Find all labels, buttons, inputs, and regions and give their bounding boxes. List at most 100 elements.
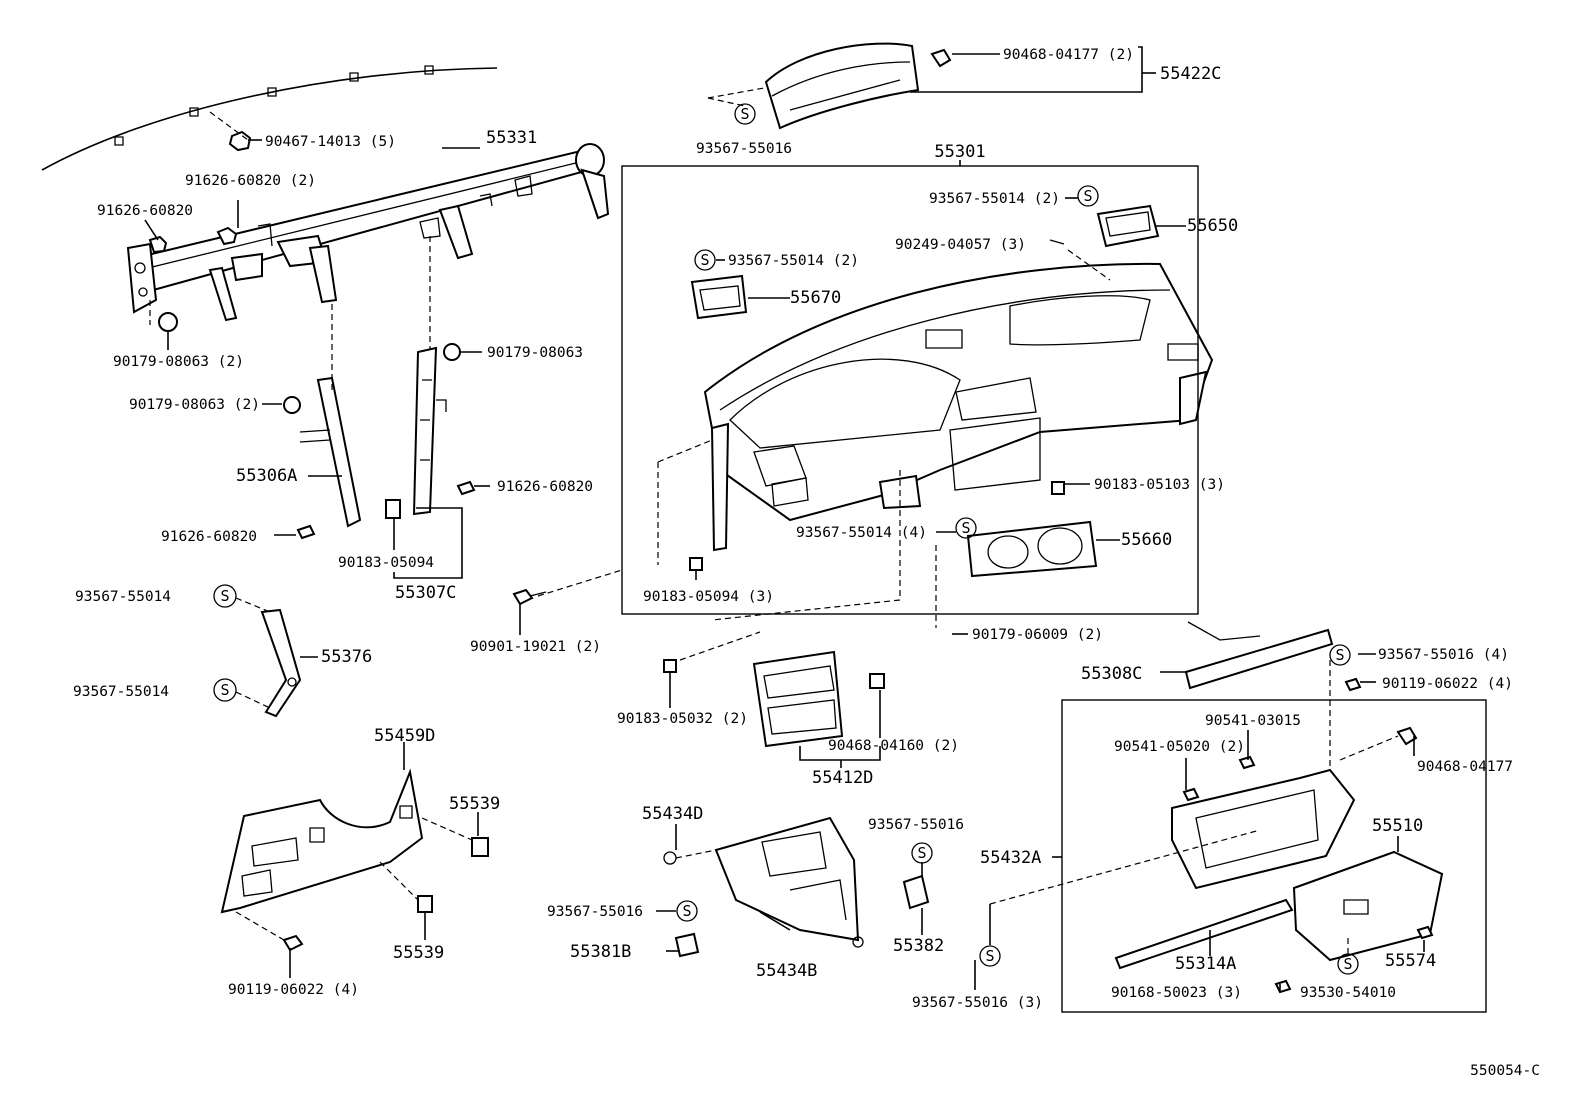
label-55539-a: 55539 bbox=[449, 794, 500, 814]
label-55382: 55382 bbox=[893, 936, 944, 956]
label-55381B: 55381B bbox=[570, 942, 631, 962]
svg-text:S: S bbox=[220, 681, 229, 699]
instrument-panel-55301-drawing bbox=[689, 204, 1214, 578]
s-symbol-55660: S bbox=[955, 517, 977, 539]
bracket-55376-drawing bbox=[260, 608, 302, 718]
s-symbol-93530: S bbox=[1337, 953, 1359, 975]
label-90168-50023: 90168-50023 (3) bbox=[1111, 985, 1242, 1001]
label-90468-04160: 90468-04160 (2) bbox=[828, 738, 959, 754]
group-boxes bbox=[621, 165, 1487, 1013]
label-55301: 55301 bbox=[934, 142, 985, 162]
label-90183-05103: 90183-05103 (3) bbox=[1094, 477, 1225, 493]
label-93567-55016-c: 93567-55016 bbox=[868, 817, 964, 833]
s-symbol-55376-bottom: S bbox=[213, 678, 237, 702]
s-symbol-55432a: S bbox=[979, 945, 1001, 967]
label-93567-55014-2a: 93567-55014 (2) bbox=[929, 191, 1060, 207]
label-55650: 55650 bbox=[1187, 216, 1238, 236]
s-symbol-55670: S bbox=[694, 249, 716, 271]
label-55574: 55574 bbox=[1385, 951, 1436, 971]
label-90541-03015: 90541-03015 bbox=[1205, 713, 1301, 729]
label-93567-55014-a: 93567-55014 bbox=[75, 589, 171, 605]
label-93567-55014-2b: 93567-55014 (2) bbox=[728, 253, 859, 269]
s-symbol-hood: S bbox=[734, 103, 756, 125]
label-90119-06022-4b: 90119-06022 (4) bbox=[228, 982, 359, 998]
label-90183-05094: 90183-05094 bbox=[338, 555, 434, 571]
s-symbol-55381b: S bbox=[676, 900, 698, 922]
label-90468-04177: 90468-04177 bbox=[1417, 759, 1513, 775]
label-93567-55016-a: 93567-55016 bbox=[696, 141, 792, 157]
label-55376: 55376 bbox=[321, 647, 372, 667]
s-symbol-55382: S bbox=[911, 842, 933, 864]
svg-text:S: S bbox=[700, 251, 709, 269]
label-90179-08063-2a: 90179-08063 (2) bbox=[113, 354, 244, 370]
label-55434B: 55434B bbox=[756, 961, 817, 981]
svg-text:S: S bbox=[1083, 187, 1092, 205]
label-55306A: 55306A bbox=[236, 466, 297, 486]
console-box-55434b-drawing bbox=[663, 816, 864, 948]
bracket-55381b-drawing bbox=[674, 932, 700, 958]
label-90179-08063-a: 90179-08063 bbox=[487, 345, 583, 361]
brace-55306a-drawing bbox=[299, 376, 362, 528]
label-90541-05020: 90541-05020 (2) bbox=[1114, 739, 1245, 755]
svg-text:S: S bbox=[1343, 955, 1352, 973]
s-symbol-55376-top: S bbox=[213, 584, 237, 608]
svg-text:S: S bbox=[682, 902, 691, 920]
label-55510: 55510 bbox=[1372, 816, 1423, 836]
label-91626-60820-a: 91626-60820 bbox=[97, 203, 193, 219]
reinforcement-55308c-drawing bbox=[1184, 621, 1334, 690]
bolt-drawing bbox=[512, 588, 547, 606]
finish-panel-55459d-drawing bbox=[220, 768, 424, 914]
label-55434D: 55434D bbox=[642, 804, 703, 824]
svg-text:S: S bbox=[961, 519, 970, 537]
svg-text:S: S bbox=[917, 844, 926, 862]
leader-lines bbox=[144, 46, 1425, 992]
figure-code: 550054-C bbox=[1470, 1063, 1540, 1079]
label-93567-55016-3: 93567-55016 (3) bbox=[912, 995, 1043, 1011]
label-90119-06022-4a: 90119-06022 (4) bbox=[1382, 676, 1513, 692]
label-93567-55014-4: 93567-55014 (4) bbox=[796, 525, 927, 541]
svg-text:S: S bbox=[1335, 646, 1344, 664]
label-91626-60820-c: 91626-60820 bbox=[161, 529, 257, 545]
s-symbol-55650: S bbox=[1077, 185, 1099, 207]
label-55307C: 55307C bbox=[395, 583, 456, 603]
label-55314A: 55314A bbox=[1175, 954, 1236, 974]
label-91626-60820-b: 91626-60820 bbox=[497, 479, 593, 495]
label-55412D: 55412D bbox=[812, 768, 873, 788]
label-93567-55016-4: 93567-55016 (4) bbox=[1378, 647, 1509, 663]
label-90183-05032: 90183-05032 (2) bbox=[617, 711, 748, 727]
label-90249-04057: 90249-04057 (3) bbox=[895, 237, 1026, 253]
s-symbols: S S S S S S S S S S S bbox=[213, 103, 1359, 975]
label-55331: 55331 bbox=[486, 128, 537, 148]
svg-text:S: S bbox=[220, 587, 229, 605]
label-55422C: 55422C bbox=[1160, 64, 1221, 84]
label-93530-54010: 93530-54010 bbox=[1300, 985, 1396, 1001]
label-90467-14013: 90467-14013 (5) bbox=[265, 134, 396, 150]
cluster-hood-55422c-drawing bbox=[764, 42, 952, 130]
label-90468-04177-2: 90468-04177 (2) bbox=[1003, 47, 1134, 63]
s-symbol-55308c: S bbox=[1329, 644, 1351, 666]
bracket-55382-drawing bbox=[902, 874, 930, 910]
label-55670: 55670 bbox=[790, 288, 841, 308]
brace-55307c-drawing bbox=[412, 346, 447, 516]
label-90179-08063-2b: 90179-08063 (2) bbox=[129, 397, 260, 413]
part-labels: 55331 90467-14013 (5) 91626-60820 (2) 91… bbox=[73, 47, 1540, 1079]
label-55308C: 55308C bbox=[1081, 664, 1142, 684]
label-93567-55016-b: 93567-55016 bbox=[547, 904, 643, 920]
beam-fasteners bbox=[148, 130, 476, 540]
radio-bezel-55412d-drawing bbox=[663, 650, 885, 748]
label-90183-05094-3: 90183-05094 (3) bbox=[643, 589, 774, 605]
label-90179-06009: 90179-06009 (2) bbox=[972, 627, 1103, 643]
label-93567-55014-b: 93567-55014 bbox=[73, 684, 169, 700]
label-55432A: 55432A bbox=[980, 848, 1041, 868]
svg-text:S: S bbox=[740, 105, 749, 123]
reinforcement-beam-drawing bbox=[126, 143, 610, 322]
label-91626-60820-2: 91626-60820 (2) bbox=[185, 173, 316, 189]
windshield-edge-drawing bbox=[41, 65, 498, 171]
label-55539-b: 55539 bbox=[393, 943, 444, 963]
clip-55539-drawings bbox=[282, 837, 489, 952]
glove-box-drawing bbox=[1114, 677, 1444, 994]
label-90901-19021: 90901-19021 (2) bbox=[470, 639, 601, 655]
svg-text:S: S bbox=[985, 947, 994, 965]
label-55459D: 55459D bbox=[374, 726, 435, 746]
